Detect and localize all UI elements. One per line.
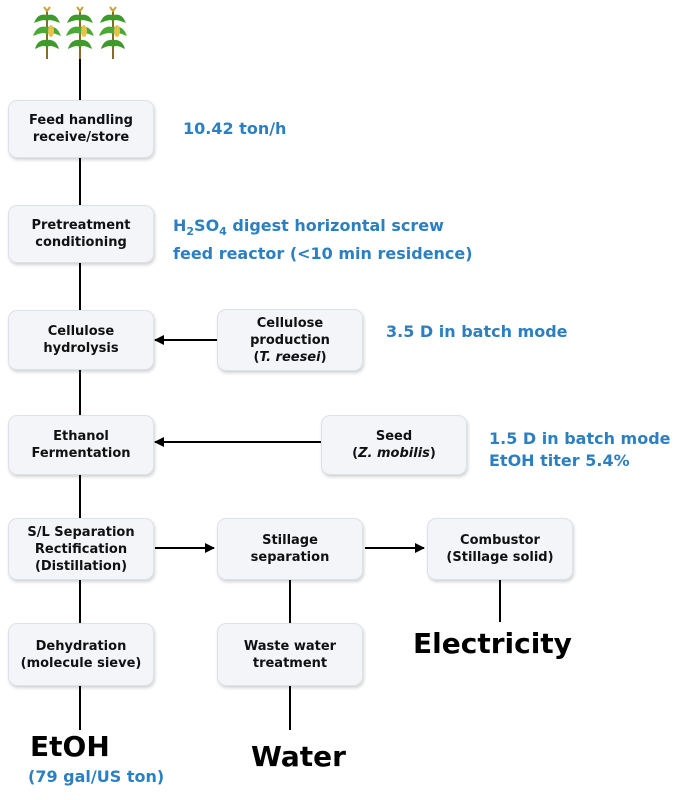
feed-handling-box: Feed handling receive/store: [8, 100, 154, 158]
dehydration-line1: Dehydration: [35, 638, 127, 654]
pretreatment-line2: conditioning: [35, 235, 127, 250]
corn-plant-icon: [99, 6, 127, 59]
electricity-output-label: Electricity: [413, 627, 572, 660]
corn-plant-icon: [33, 6, 61, 59]
sl-separation-box: S/L Separation Rectification (Distillati…: [8, 518, 154, 580]
seed-time-note: 1.5 D in batch mode: [489, 429, 671, 448]
waste-water-line2: treatment: [252, 655, 328, 671]
etoh-output-label: EtOH: [30, 730, 110, 763]
cellulose-production-box: Cellulose production (T. reesei): [217, 309, 363, 371]
dehydration-line2: (molecule sieve): [20, 655, 142, 671]
corn-plant-icon: [66, 6, 94, 59]
cellulose-hydrolysis-line1: Cellulose: [47, 324, 115, 339]
ethanol-fermentation-line2: Fermentation: [31, 446, 131, 461]
seed-line1: Seed: [375, 429, 413, 444]
water-output-label: Water: [251, 740, 346, 773]
etoh-titer-note: EtOH titer 5.4%: [489, 451, 630, 470]
waste-water-box: Waste water treatment: [217, 623, 363, 686]
seed-note: 1.5 D in batch mode EtOH titer 5.4%: [489, 428, 671, 472]
etoh-yield-note: (79 gal/US ton): [28, 767, 165, 786]
combustor-line2: (Stillage solid): [446, 550, 554, 565]
ethanol-fermentation-line1: Ethanol: [53, 429, 109, 444]
cellulose-hydrolysis-line2: hydrolysis: [43, 341, 119, 356]
combustor-line1: Combustor: [460, 533, 540, 548]
feed-handling-line1: Feed handling: [29, 113, 133, 128]
ethanol-fermentation-box: Ethanol Fermentation: [8, 415, 154, 475]
seed-box: Seed (Z. mobilis): [321, 415, 467, 475]
dehydration-box: Dehydration (molecule sieve): [8, 623, 154, 686]
cellulase-time-note: 3.5 D in batch mode: [386, 322, 568, 341]
combustor-box: Combustor (Stillage solid): [427, 518, 573, 580]
cellulose-production-line1: Cellulose: [256, 315, 324, 331]
pretreatment-note: H2SO4 digest horizontal screw feed react…: [173, 215, 473, 265]
feed-handling-line2: receive/store: [32, 130, 130, 145]
pretreatment-note-line1: H2SO4 digest horizontal screw: [173, 216, 444, 239]
pretreatment-box: Pretreatment conditioning: [8, 205, 154, 263]
cellulose-production-organism: T. reesei: [259, 349, 321, 365]
waste-water-line1: Waste water: [243, 638, 337, 654]
pretreatment-line1: Pretreatment: [31, 218, 131, 233]
sl-separation-line2: Rectification: [34, 541, 128, 557]
pretreatment-note-line2: feed reactor (<10 min residence): [173, 244, 473, 264]
stillage-separation-line2: separation: [250, 550, 330, 565]
stillage-separation-box: Stillage separation: [217, 518, 363, 580]
stillage-separation-line1: Stillage: [262, 533, 318, 548]
cellulose-production-line2: production: [250, 332, 330, 348]
feed-rate-note: 10.42 ton/h: [183, 119, 287, 138]
seed-organism: Z. mobilis: [358, 446, 430, 461]
cellulose-hydrolysis-box: Cellulose hydrolysis: [8, 310, 154, 370]
sl-separation-line3: (Distillation): [34, 558, 128, 574]
sl-separation-line1: S/L Separation: [27, 524, 135, 540]
